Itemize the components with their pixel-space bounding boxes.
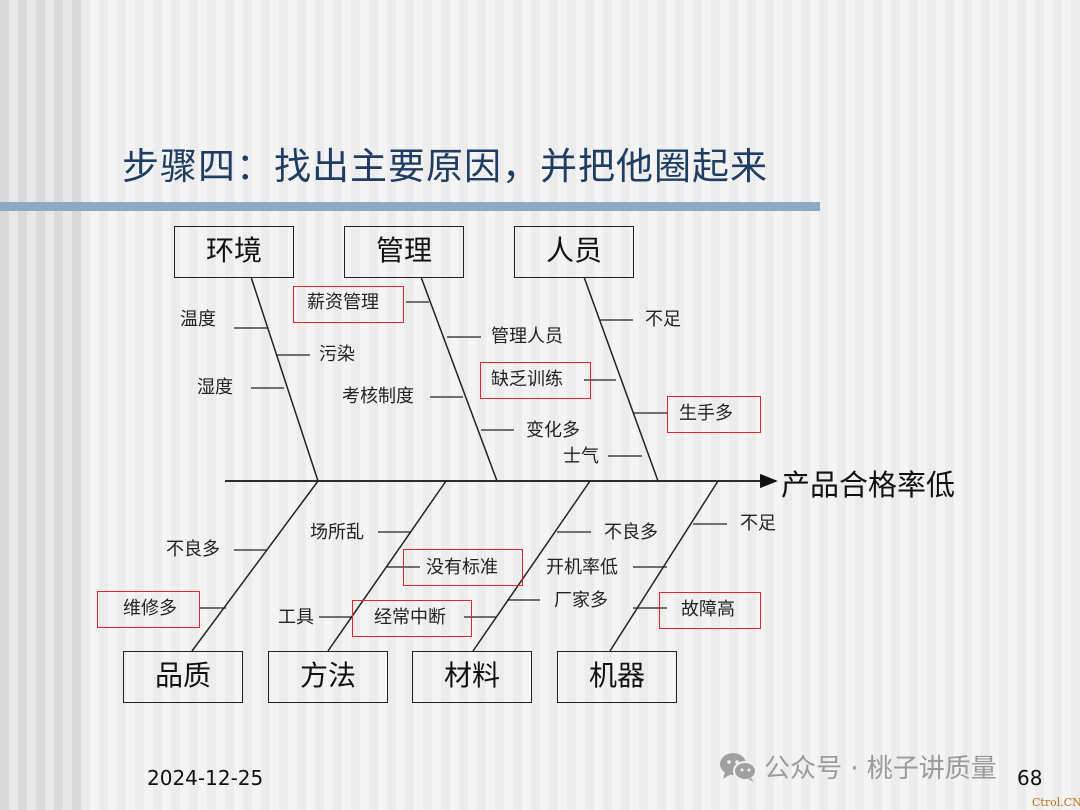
category-material: 材料 <box>412 651 532 703</box>
category-management: 管理 <box>344 226 464 278</box>
watermark-text: 公众号 · 桃子讲质量 <box>764 754 997 784</box>
category-machine: 机器 <box>557 651 677 703</box>
cause-humidity: 湿度 <box>197 377 233 398</box>
category-environment: 环境 <box>174 226 294 278</box>
cause-pollution: 污染 <box>319 344 355 365</box>
cause-material-defects: 不良多 <box>604 522 658 543</box>
category-method: 方法 <box>268 651 388 703</box>
slide-title: 步骤四：找出主要原因，并把他圈起来 <box>122 145 768 188</box>
cause-high-failure: 故障高 <box>681 599 735 620</box>
main-cause-highlight <box>293 286 404 323</box>
cause-many-changes: 变化多 <box>526 420 580 441</box>
category-personnel: 人员 <box>514 226 634 278</box>
cause-frequent-interruption: 经常中断 <box>374 607 446 628</box>
cause-many-defects: 不良多 <box>166 539 220 560</box>
main-cause-highlight <box>403 549 523 586</box>
category-quality: 品质 <box>123 651 243 703</box>
main-cause-highlight <box>659 592 761 629</box>
credit-text: Ctrol.CN <box>1032 796 1080 809</box>
cause-messy-workplace: 场所乱 <box>310 522 364 543</box>
cause-no-standards: 没有标准 <box>426 557 498 578</box>
cause-tools: 工具 <box>278 607 314 628</box>
cause-low-uptime: 开机率低 <box>546 557 618 578</box>
cause-salary-management: 薪资管理 <box>307 292 379 313</box>
main-cause-highlight <box>97 591 200 628</box>
cause-lack-of-training: 缺乏训练 <box>491 369 563 390</box>
slide-date: 2024-12-25 <box>147 766 264 790</box>
title-accent-bar <box>0 202 820 211</box>
cause-temperature: 温度 <box>180 309 216 330</box>
main-cause-highlight <box>352 600 472 637</box>
effect-label: 产品合格率低 <box>781 468 956 502</box>
cause-assessment-system: 考核制度 <box>342 386 414 407</box>
cause-many-novices: 生手多 <box>679 403 733 424</box>
cause-many-repairs: 维修多 <box>123 598 177 619</box>
main-cause-highlight <box>480 362 591 399</box>
page-number: 68 <box>1017 766 1043 790</box>
cause-managers: 管理人员 <box>491 326 563 347</box>
watermark: 公众号 · 桃子讲质量 <box>718 748 997 785</box>
cause-insufficient-machines: 不足 <box>740 513 776 534</box>
slide-background-band <box>0 0 81 810</box>
main-cause-highlight <box>667 396 761 433</box>
wechat-icon <box>720 752 757 782</box>
cause-insufficient-staff: 不足 <box>645 309 681 330</box>
cause-morale: 士气 <box>563 446 599 467</box>
cause-many-suppliers: 厂家多 <box>554 590 608 611</box>
